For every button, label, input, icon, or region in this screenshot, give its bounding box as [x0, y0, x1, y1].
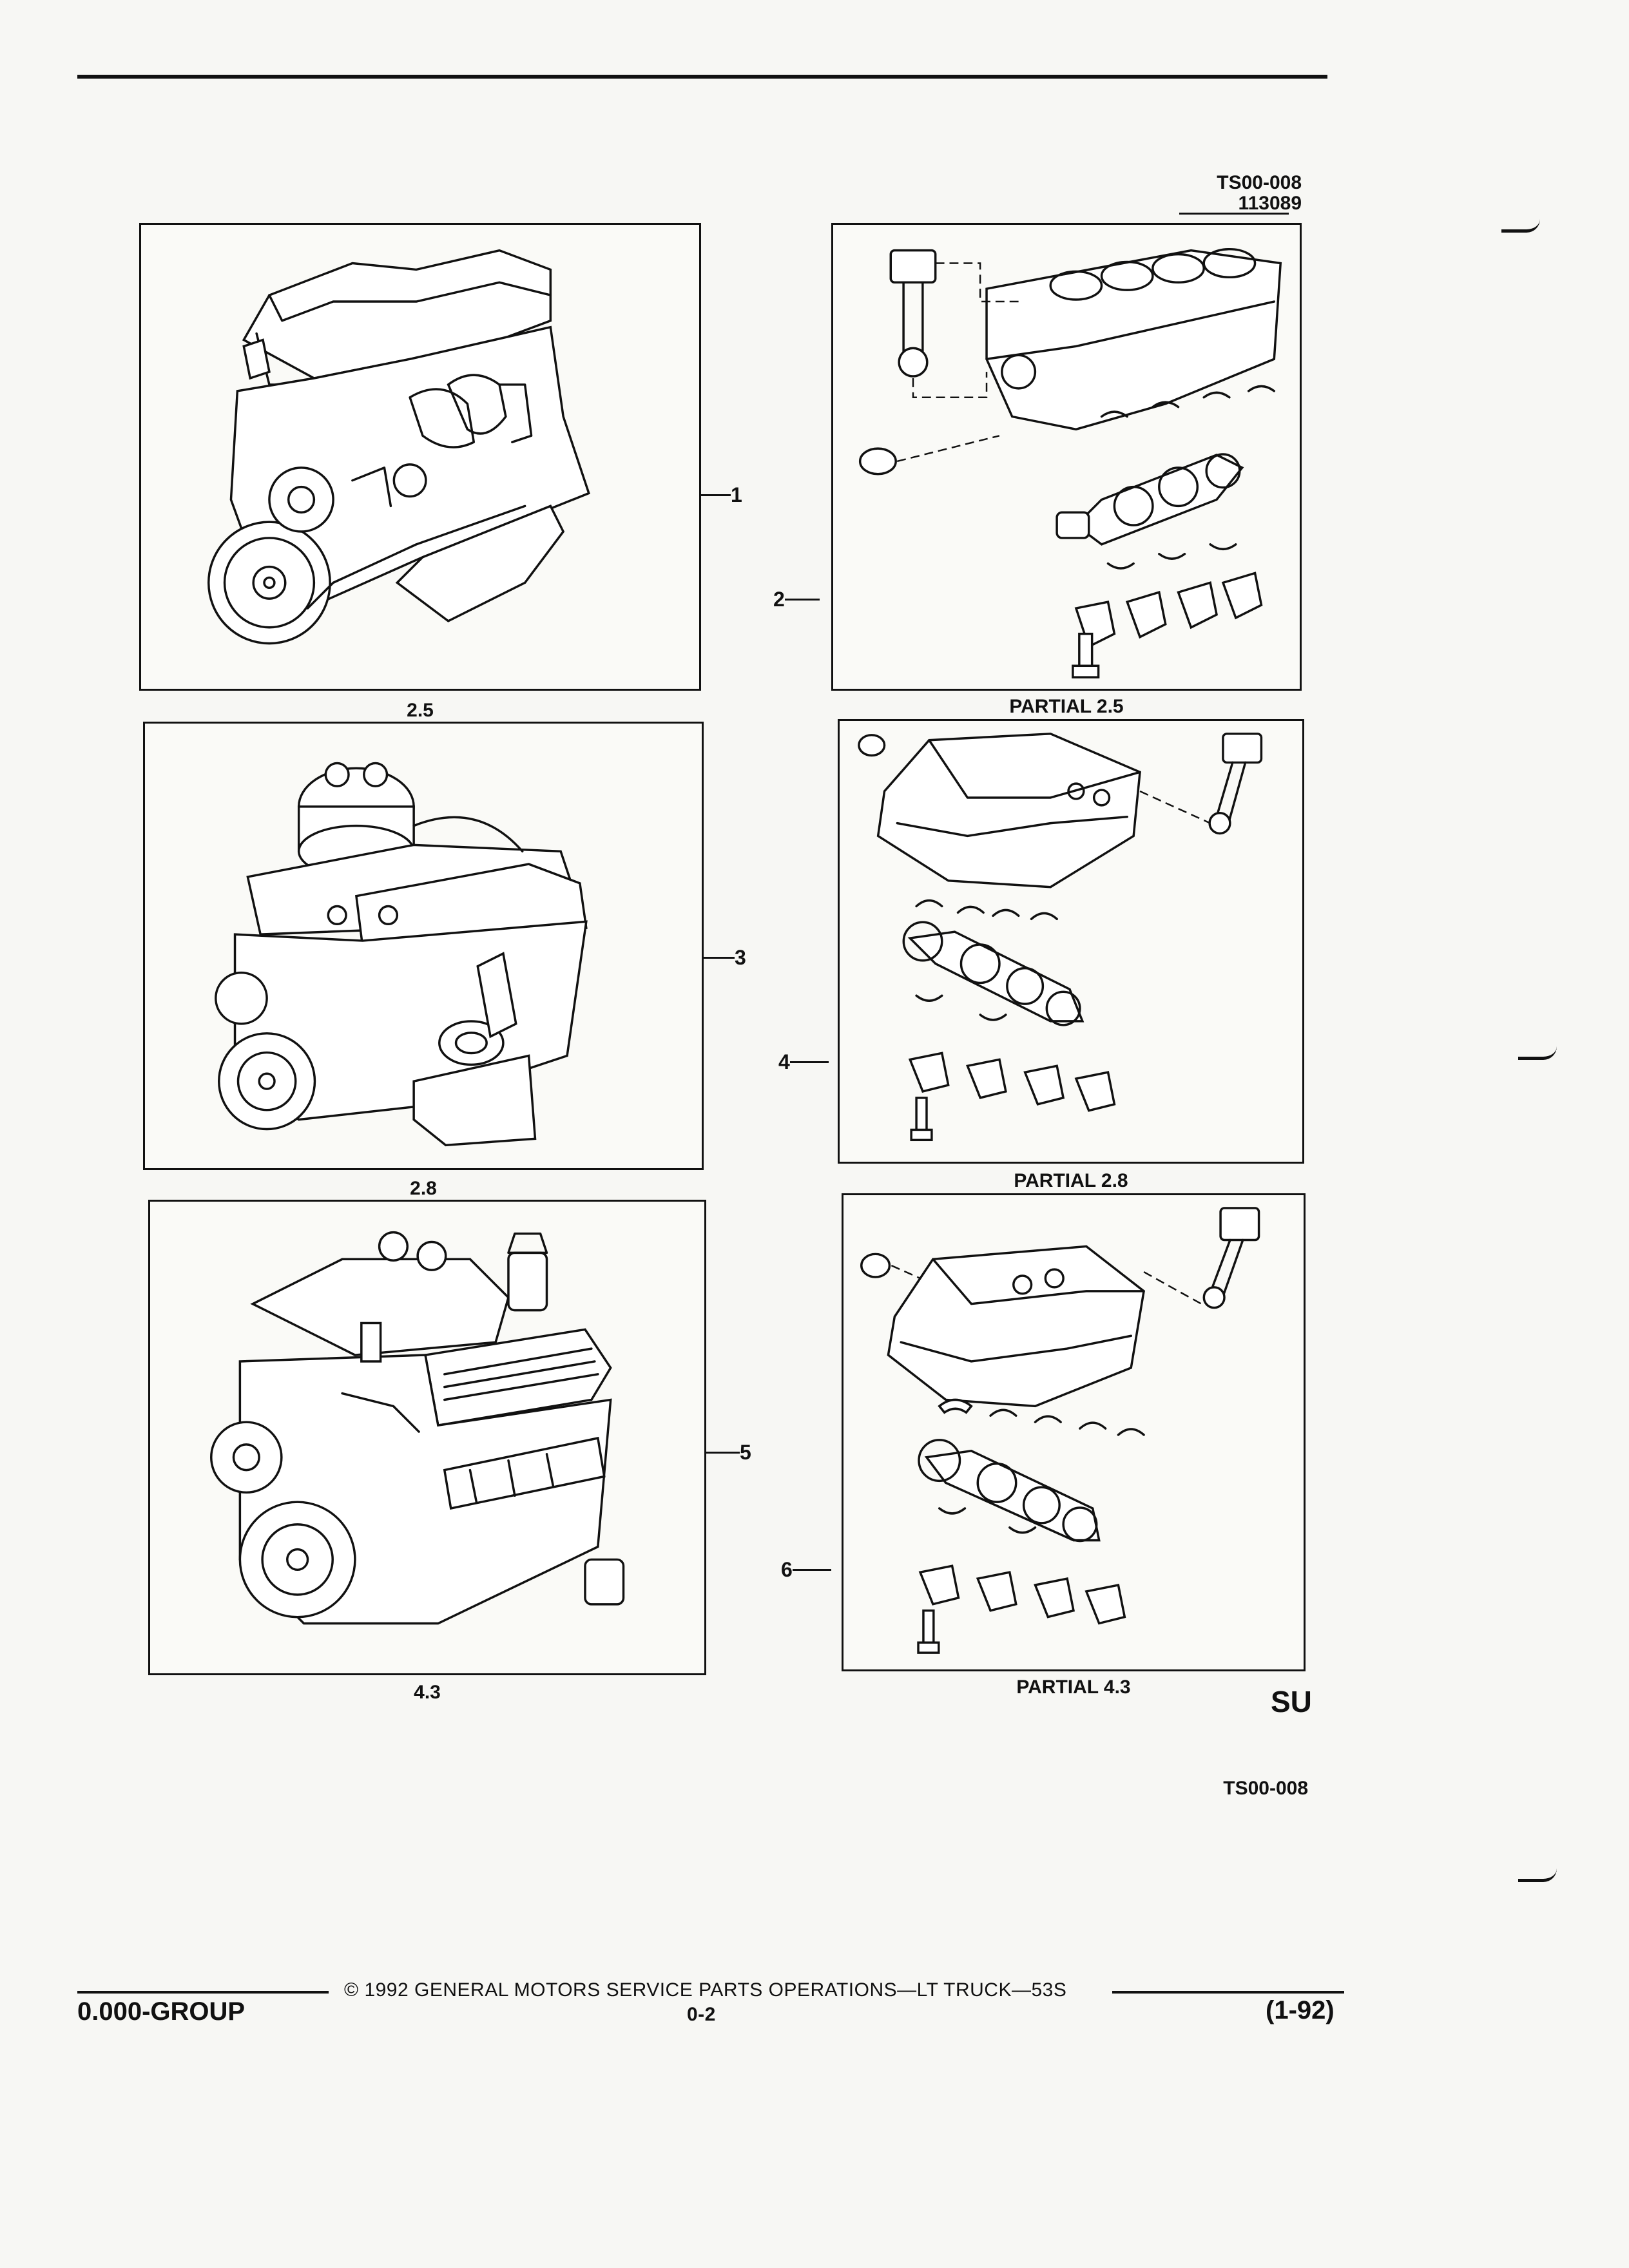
callout-leader [701, 494, 731, 496]
engine-2-8-illustration [215, 762, 588, 1147]
panel-engine-2-8 [143, 722, 704, 1170]
panel-partial-4-3 [842, 1193, 1306, 1671]
footer-rule-right [1112, 1991, 1344, 1994]
caption-partial-2-8: PARTIAL 2.8 [1014, 1170, 1128, 1191]
panel-engine-2-5 [139, 223, 701, 691]
bottom-figure-reference: TS00-008 [1223, 1778, 1308, 1799]
callout-number: 1 [731, 483, 742, 506]
callout-6: 6 [781, 1558, 831, 1582]
footer-rule-left [77, 1991, 329, 1994]
callout-number: 6 [781, 1558, 793, 1581]
scan-mark [1518, 1869, 1557, 1882]
partial-2-5-illustration [858, 247, 1282, 678]
engine-2-5-illustration [207, 249, 590, 645]
callout-3: 3 [704, 946, 746, 970]
footer-copyright: © 1992 GENERAL MOTORS SERVICE PARTS OPER… [344, 1979, 1067, 2001]
header-rule [77, 75, 1327, 79]
figure-reference: TS00-008 113089 [1147, 173, 1302, 214]
caption-engine-2-5: 2.5 [407, 700, 434, 721]
caption-partial-2-5: PARTIAL 2.5 [1009, 696, 1124, 717]
caption-engine-2-8: 2.8 [410, 1178, 437, 1199]
callout-2: 2 [773, 588, 820, 611]
footer-date-code: (1-92) [1266, 1996, 1335, 2024]
callout-leader [784, 599, 820, 601]
caption-engine-4-3: 4.3 [414, 1682, 441, 1703]
footer-group: 0.000-GROUP [77, 1997, 246, 2026]
callout-leader [704, 957, 735, 959]
figure-ref-code: TS00-008 [1217, 172, 1302, 193]
callout-number: 2 [773, 588, 785, 611]
partial-4-3-illustration [860, 1207, 1260, 1654]
callout-1: 1 [701, 483, 742, 507]
callout-number: 5 [740, 1441, 751, 1464]
publisher-logo: SU [1271, 1685, 1312, 1718]
scan-mark [1501, 219, 1540, 233]
scan-mark [1518, 1046, 1557, 1060]
callout-leader [792, 1569, 831, 1571]
caption-partial-4-3: PARTIAL 4.3 [1016, 1677, 1131, 1698]
figure-ref-number: 113089 [1238, 193, 1302, 214]
callout-leader [706, 1452, 740, 1454]
panel-partial-2-8 [838, 719, 1304, 1164]
panel-engine-4-3 [148, 1200, 706, 1675]
callout-number: 4 [778, 1050, 790, 1073]
callout-leader [789, 1061, 829, 1063]
ref-underline [1179, 213, 1289, 215]
partial-2-8-illustration [858, 733, 1263, 1142]
callout-5: 5 [706, 1441, 751, 1465]
callout-4: 4 [778, 1050, 829, 1074]
callout-number: 3 [735, 946, 746, 969]
footer-page-number: 0-2 [687, 2004, 716, 2025]
engine-4-3-illustration [210, 1231, 625, 1625]
panel-partial-2-5 [831, 223, 1302, 691]
